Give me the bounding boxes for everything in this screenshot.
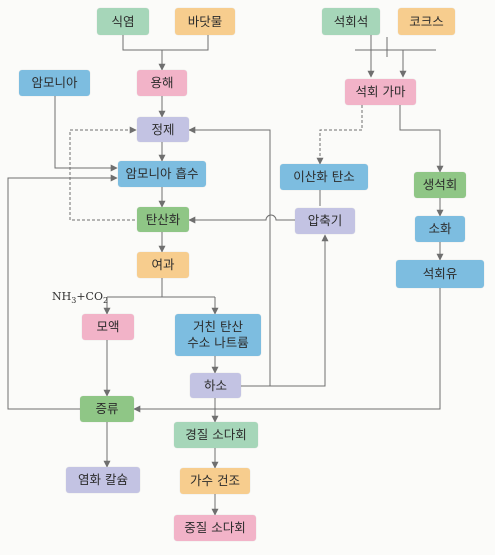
node-compressor: 압축기 xyxy=(295,208,355,234)
filtration-split xyxy=(107,278,215,298)
ammonia-co2-label: NH3+CO2 xyxy=(52,290,109,306)
kiln-to-co2 xyxy=(316,105,363,165)
calcination-to-purify xyxy=(188,126,271,386)
kiln-to-quicklime xyxy=(399,105,444,173)
node-filtration: 여과 xyxy=(137,252,189,278)
carbonation-to-purify-recycle xyxy=(69,126,137,221)
coke-to-kiln xyxy=(386,37,403,77)
distillation-ammonia-recycle xyxy=(7,174,118,410)
node-seawater: 바닷물 xyxy=(175,8,235,35)
node-calcination: 하소 xyxy=(190,373,241,398)
node-distillation: 증류 xyxy=(80,396,134,422)
node-slaked-lime: 석회유 xyxy=(396,260,484,288)
node-limestone: 석회석 xyxy=(322,8,380,35)
node-pressure-drying: 가수 건조 xyxy=(180,468,250,494)
node-dissolve: 용해 xyxy=(137,70,187,96)
node-mother-liquor: 모액 xyxy=(82,314,134,340)
slaked-lime-to-distillation xyxy=(133,288,441,413)
node-ammonia: 암모니아 xyxy=(19,70,90,96)
ammonia-to-absorb xyxy=(54,96,118,172)
compressor-to-carbonation xyxy=(188,214,295,224)
node-ammonia-absorb: 암모니아 흡수 xyxy=(118,161,206,187)
node-quicklime: 생석회 xyxy=(414,172,466,198)
calcination-to-compressor xyxy=(241,234,329,387)
node-dense-soda: 경질 소다회 xyxy=(174,422,258,448)
salt-to-dissolve xyxy=(122,35,209,51)
node-carbon-dioxide: 이산화 탄소 xyxy=(280,164,368,190)
node-coke: 코크스 xyxy=(398,8,455,35)
node-heavy-soda: 중질 소다회 xyxy=(174,515,256,541)
node-carbonation: 탄산화 xyxy=(137,207,189,232)
node-purify: 정제 xyxy=(137,117,189,142)
node-lime-kiln: 석회 가마 xyxy=(345,79,416,105)
node-slaking: 소화 xyxy=(415,216,465,242)
node-crude-bicarbonate: 거친 탄산 수소 나트륨 xyxy=(175,314,261,356)
node-salt: 식염 xyxy=(97,8,149,35)
node-calcium-chloride: 염화 칼슘 xyxy=(66,467,140,493)
